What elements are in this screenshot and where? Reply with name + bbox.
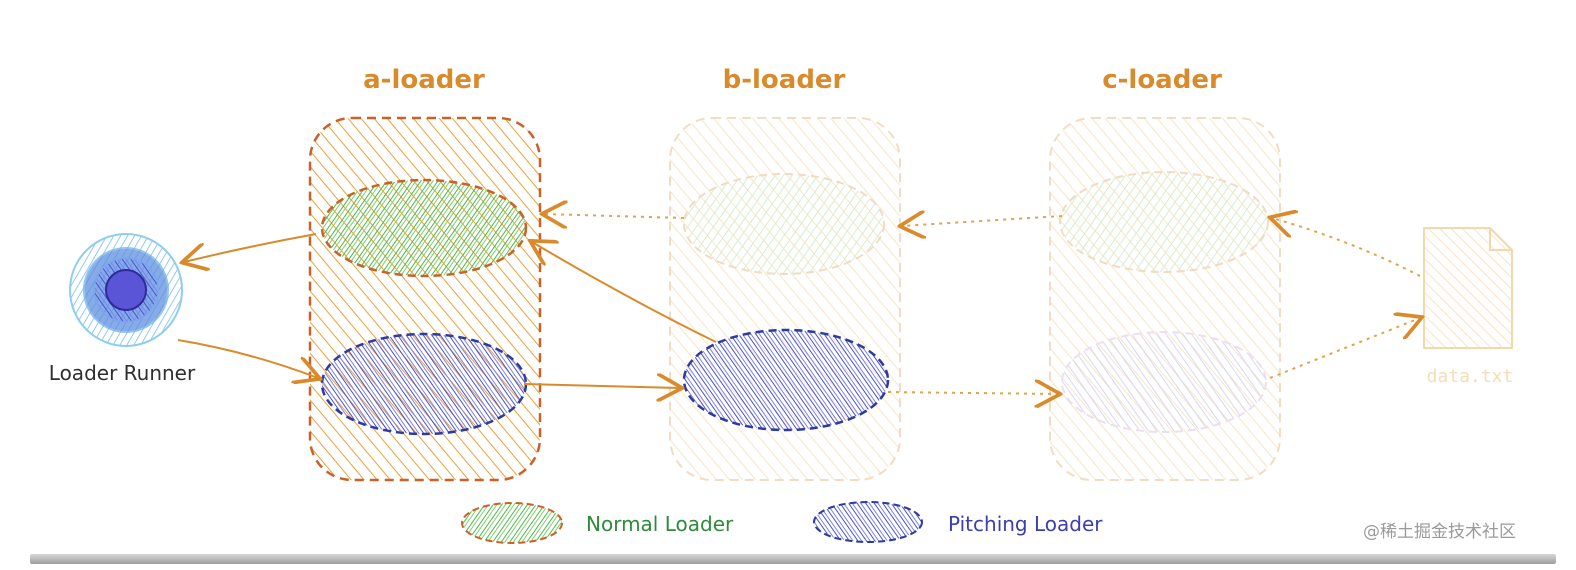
a-loader-group: a-loader (308, 65, 542, 482)
arrow-b-pitching-to-a-normal (532, 242, 717, 343)
runner-core (105, 269, 147, 311)
flow-arrows (177, 214, 1421, 394)
arrow-b-pitching-to-c-pitching (887, 392, 1058, 394)
b-loader-group: b-loader (669, 65, 901, 481)
file-corner-fold (1489, 228, 1512, 251)
a-pitching-loader-ellipse (320, 332, 528, 436)
b-pitching-loader-ellipse (682, 328, 890, 432)
arrow-c-normal-to-b-normal (902, 216, 1063, 226)
arrow-a-pitching-to-b-pitching (523, 384, 680, 388)
runner-label: Loader Runner (49, 361, 196, 385)
arrow-a-normal-to-runner (184, 233, 317, 262)
c-loader-title: c-loader (1102, 65, 1222, 95)
legend-pitching-swatch (813, 501, 923, 543)
file-icon (1423, 227, 1513, 349)
legend: Normal Loader Pitching Loader (461, 501, 1103, 544)
legend-normal-swatch (461, 502, 563, 544)
data-file: data.txt (1423, 227, 1514, 387)
arrow-runner-to-a-pitching (177, 339, 318, 378)
b-normal-loader-ellipse (683, 173, 885, 275)
arrow-file-to-c-normal (1272, 218, 1421, 277)
a-normal-loader-ellipse (320, 178, 528, 278)
file-label: data.txt (1427, 366, 1514, 387)
legend-normal-label: Normal Loader (586, 512, 734, 536)
a-loader-title: a-loader (363, 65, 485, 95)
loader-runner: Loader Runner (49, 233, 196, 385)
c-loader-group: c-loader (1049, 65, 1281, 481)
legend-pitching-label: Pitching Loader (948, 512, 1103, 536)
arrow-b-normal-to-a-normal (544, 214, 685, 218)
c-normal-loader-ellipse (1059, 171, 1269, 273)
b-loader-title: b-loader (723, 65, 846, 95)
arrow-c-pitching-to-file (1269, 318, 1420, 379)
watermark: @稀土掘金技术社区 (1363, 522, 1516, 542)
bottom-shadow-bar (30, 554, 1556, 564)
c-pitching-loader-ellipse (1061, 331, 1267, 433)
